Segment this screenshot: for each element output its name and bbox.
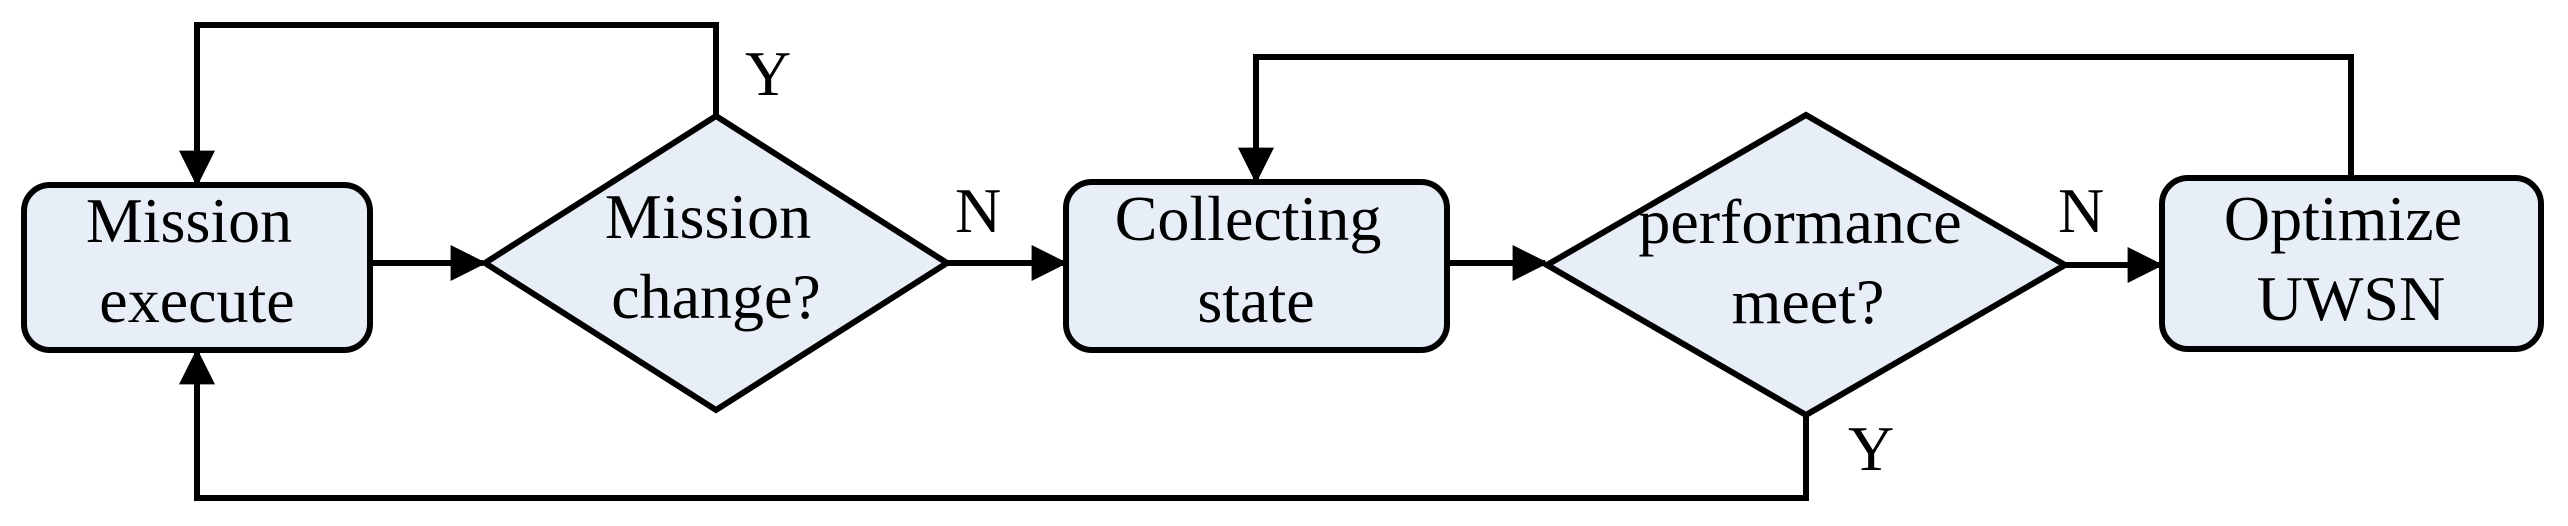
change-no-label: N [955,175,1001,246]
performance-yes-label: Y [1848,413,1894,484]
collecting-state-line-2: state [1197,265,1314,336]
performance-meet-line-2: meet? [1732,266,1885,337]
edge-optimize-back-to-collecting [1238,54,2354,184]
mission-change-line-1: Mission [605,181,811,252]
edge-performance-yes-to-execute [179,348,1809,501]
change-yes-label: Y [745,38,791,109]
optimize-uwsn-line-2: UWSN [2257,263,2445,334]
collecting-state-line-1: Collecting [1115,183,1382,254]
mission-execute-label: Mission execute [86,185,308,336]
performance-meet-decision [1541,111,2071,419]
performance-no-label: N [2058,175,2104,246]
mission-change-decision [479,112,953,414]
performance-meet-label: performance meet? [1638,186,1977,337]
mission-change-label: Mission change? [605,181,827,332]
optimize-uwsn-label: Optimize UWSN [2224,183,2478,334]
mission-execute-line-1: Mission [86,185,292,256]
collecting-state-label: Collecting state [1115,183,1398,336]
optimize-uwsn-line-1: Optimize [2224,183,2462,254]
mission-change-line-2: change? [611,261,821,332]
performance-meet-line-1: performance [1638,186,1961,257]
mission-execute-line-2: execute [99,265,294,336]
edge-change-yes-loop [179,22,719,187]
